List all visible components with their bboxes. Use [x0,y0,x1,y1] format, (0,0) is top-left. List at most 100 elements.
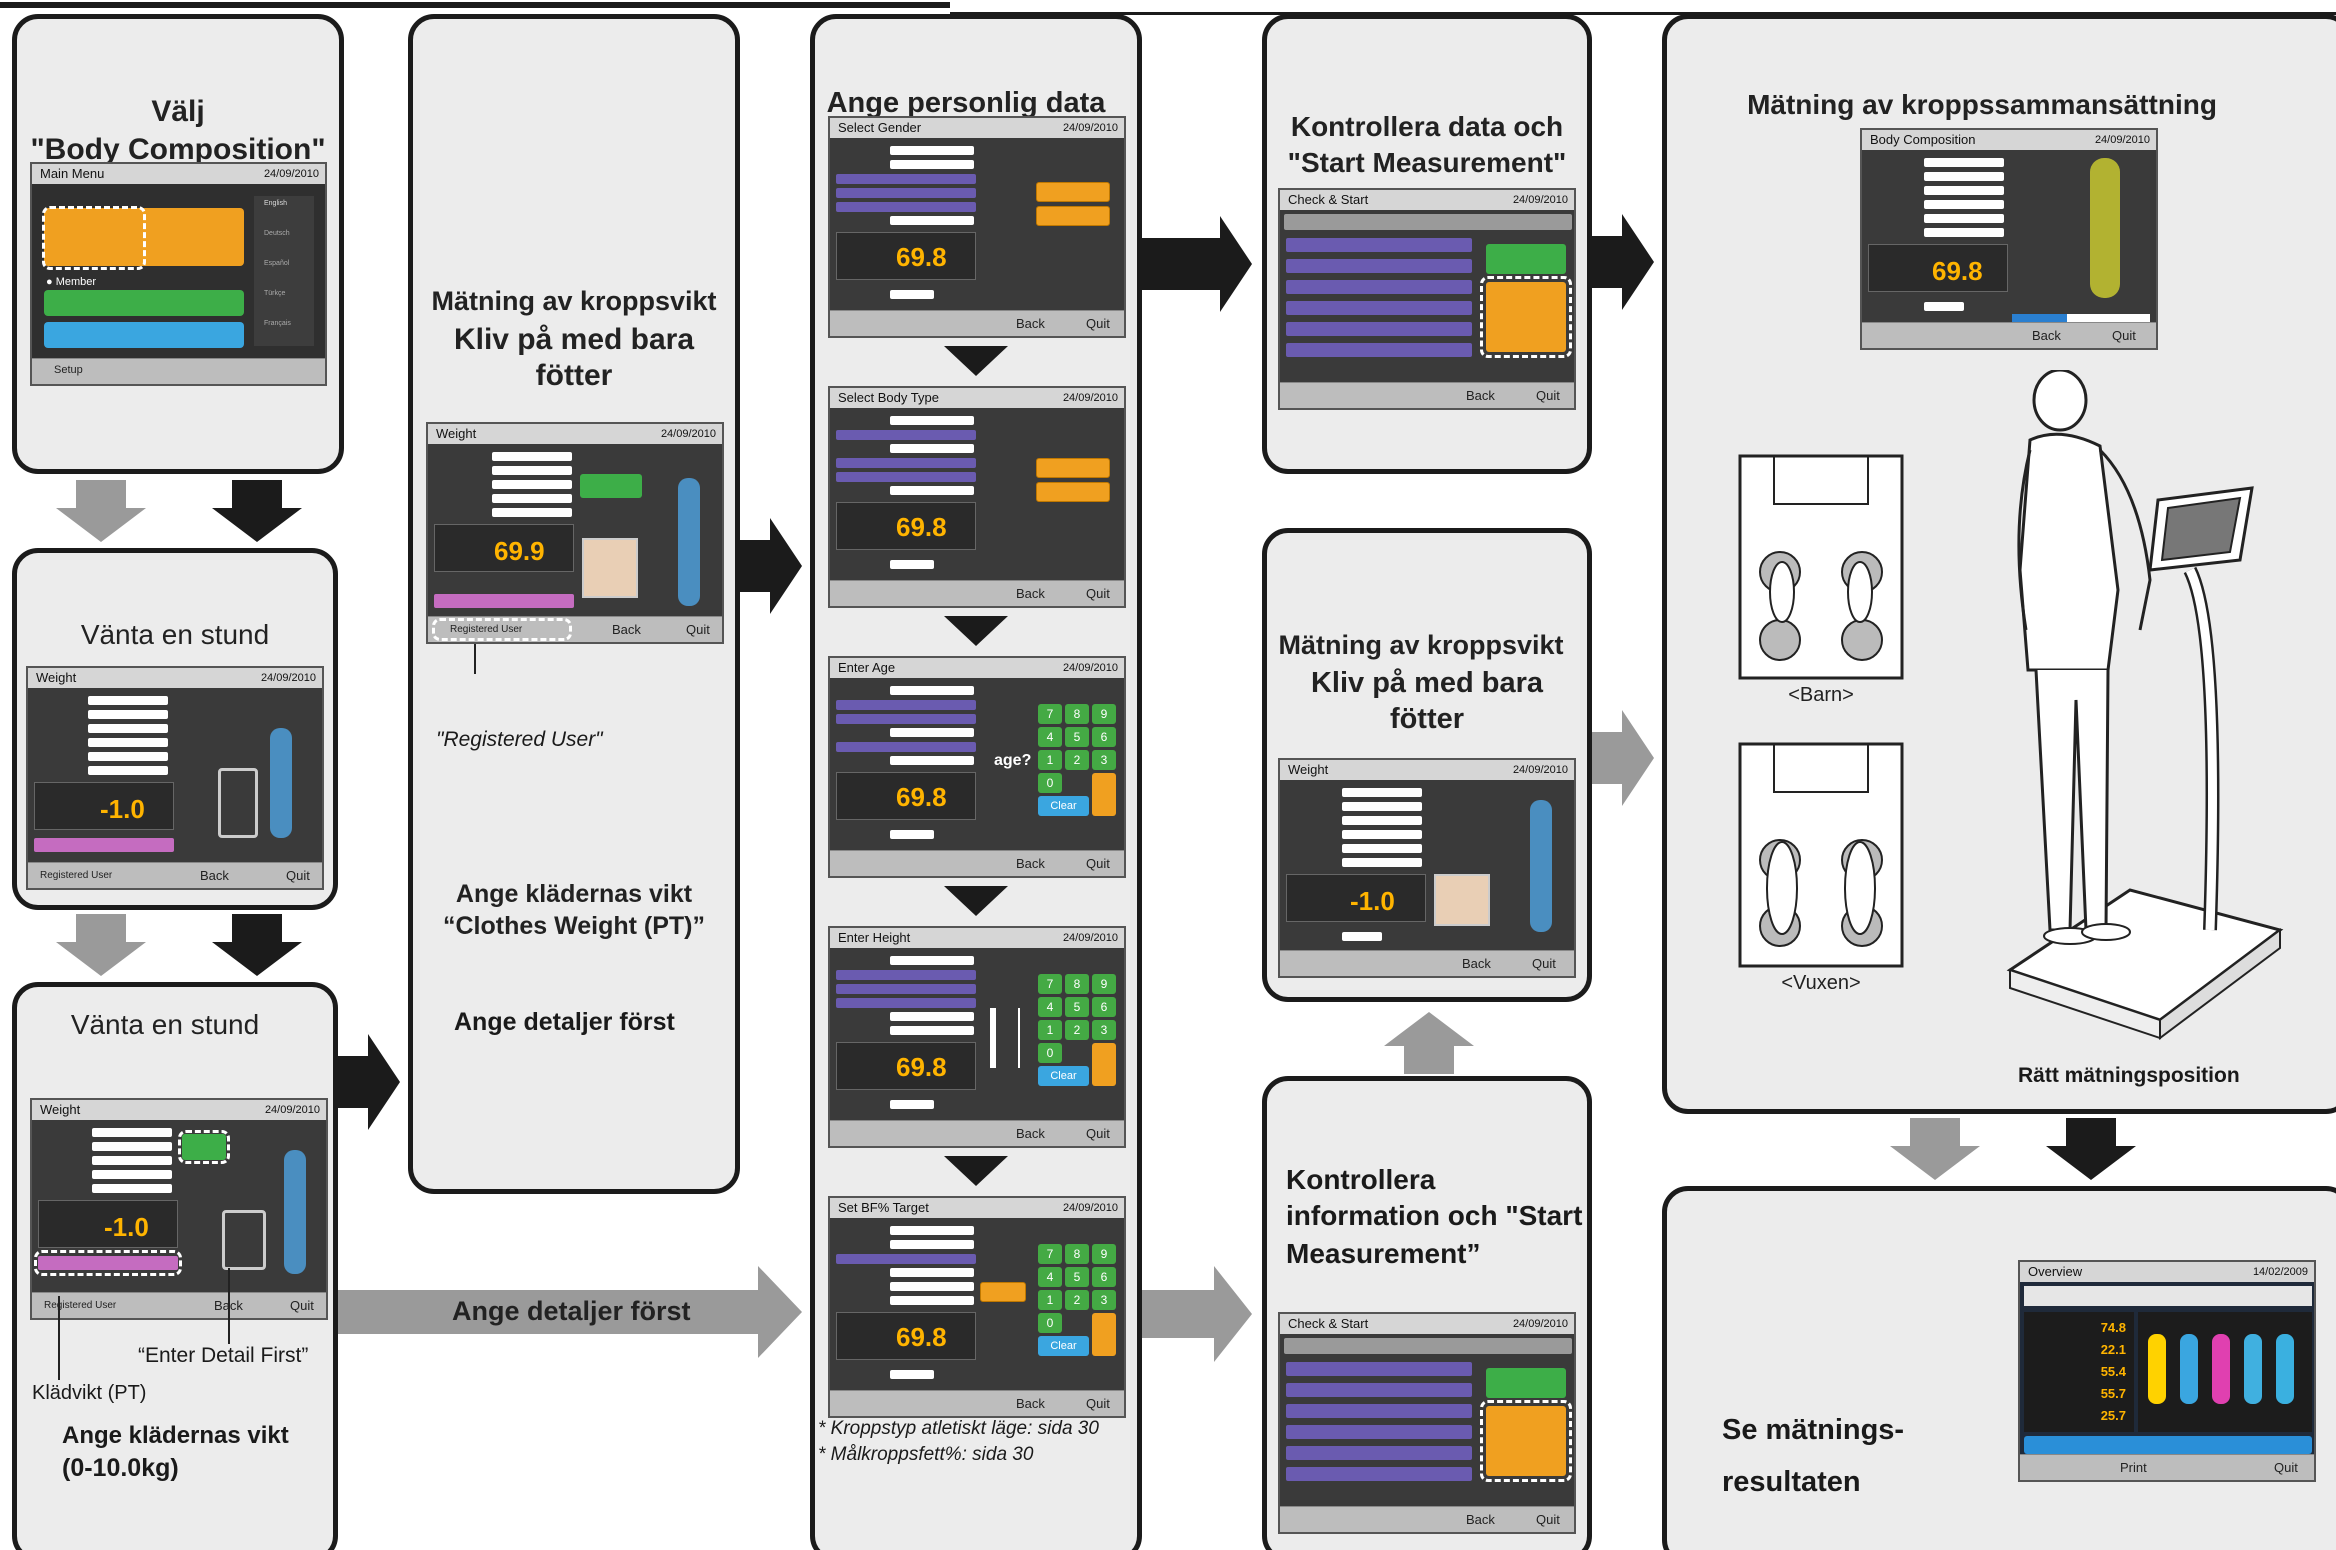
keypad-key[interactable]: 6 [1092,997,1116,1017]
clear-button[interactable]: Clear [1038,796,1089,816]
quit-button[interactable]: Quit [1532,956,1556,971]
back-button[interactable]: Back [1466,1512,1495,1527]
enter-detail-tile[interactable] [182,1134,226,1160]
setup-button[interactable]: Setup [54,364,83,376]
keypad-key[interactable]: 6 [1092,727,1116,747]
arrow-down-dark-step [944,886,1008,916]
registered-user-tile[interactable] [44,290,244,316]
clothes-weight-field [890,830,934,839]
keypad-key[interactable]: 4 [1038,1267,1062,1287]
keypad-key[interactable]: 8 [1065,704,1089,724]
language-deutsch[interactable]: Deutsch [264,230,290,237]
keypad-key[interactable]: 7 [1038,704,1062,724]
quit-button[interactable]: Quit [2274,1460,2298,1475]
field-row [1924,228,2004,237]
back-button[interactable]: Back [1016,1396,1045,1411]
back-button[interactable]: Back [1016,586,1045,601]
keypad-key[interactable]: 8 [1065,974,1089,994]
quit-button[interactable]: Quit [1536,1512,1560,1527]
screen-date: 24/09/2010 [1512,194,1568,206]
back-button[interactable]: Back [612,622,641,637]
keypad-key[interactable]: 9 [1092,1244,1116,1264]
keypad-key[interactable]: 1 [1038,1020,1062,1040]
keypad-key[interactable]: 3 [1092,1290,1116,1310]
language-turkce[interactable]: Türkçe [264,290,286,297]
start-measurement-button[interactable] [1486,282,1566,352]
language-francais[interactable]: Français [264,320,291,327]
keypad-key[interactable]: 2 [1065,1290,1089,1310]
keypad-key[interactable]: 9 [1092,974,1116,994]
keypad-key[interactable]: 3 [1092,750,1116,770]
keypad-key[interactable]: 0 [1038,1313,1062,1333]
back-button[interactable]: Back [1462,956,1491,971]
keypad-key[interactable]: 1 [1038,750,1062,770]
new-user-tile[interactable] [44,322,244,348]
quit-button[interactable]: Quit [1086,856,1110,871]
keypad-key[interactable]: 8 [1065,1244,1089,1264]
enter-button[interactable] [1092,1043,1116,1086]
keypad-key[interactable]: 4 [1038,997,1062,1017]
standard-button[interactable] [1036,458,1110,478]
selected-field-row [836,458,976,468]
clothes-heading-line1: Ange klädernas vikt [62,1422,289,1449]
keypad-key[interactable]: 0 [1038,773,1062,793]
field-row [890,1268,974,1277]
keypad-key[interactable]: 2 [1065,1020,1089,1040]
registered-user-button[interactable]: Registered User [40,870,113,881]
clothes-weight-row [38,1256,178,1270]
keypad-key[interactable]: 2 [1065,750,1089,770]
back-button[interactable]: Back [2032,328,2061,343]
skip-button[interactable] [980,1282,1026,1302]
enter-button[interactable] [1092,1313,1116,1356]
keypad-key[interactable]: 3 [1092,1020,1116,1040]
start-measurement-button[interactable] [1486,1406,1566,1476]
male-button[interactable] [1036,206,1110,226]
keypad-key[interactable]: 6 [1092,1267,1116,1287]
language-espanol[interactable]: Español [264,260,290,267]
registered-user-button[interactable]: Registered User [450,624,523,635]
keypad-key[interactable]: 1 [1038,1290,1062,1310]
keypad-key[interactable]: 4 [1038,727,1062,747]
quit-button[interactable]: Quit [290,1298,314,1313]
keypad-key[interactable]: 0 [1038,1043,1062,1063]
athletic-button[interactable] [1036,482,1110,502]
quit-button[interactable]: Quit [1086,316,1110,331]
quit-button[interactable]: Quit [1086,586,1110,601]
back-button[interactable]: Back [1016,1126,1045,1141]
registered-user-button[interactable]: Registered User [44,1300,117,1311]
keypad-key[interactable]: 7 [1038,1244,1062,1264]
check-field-row [1286,1362,1472,1376]
new-user-registration-button[interactable] [1486,244,1566,274]
leader-line-clothes [58,1296,60,1380]
body-segment-figure [2180,1334,2198,1404]
print-button[interactable]: Print [2120,1460,2147,1475]
quit-button[interactable]: Quit [1086,1396,1110,1411]
keypad-key[interactable]: 5 [1065,997,1089,1017]
selected-field-row [836,970,976,980]
quit-button[interactable]: Quit [2112,328,2136,343]
enter-button[interactable] [1092,773,1116,816]
keypad-key[interactable]: 7 [1038,974,1062,994]
quit-button[interactable]: Quit [686,622,710,637]
check1-title-line1: Kontrollera data och [1290,111,1564,142]
select-title-line1: Välj [151,95,205,128]
enter-detail-tile[interactable] [580,474,642,498]
back-button[interactable]: Back [200,868,229,883]
clear-button[interactable]: Clear [1038,1066,1089,1086]
quit-button[interactable]: Quit [1086,1126,1110,1141]
quit-button[interactable]: Quit [286,868,310,883]
back-button[interactable]: Back [1466,388,1495,403]
quit-button[interactable]: Quit [1536,388,1560,403]
keypad-key[interactable]: 5 [1065,1267,1089,1287]
selected-field-row [836,1254,976,1264]
female-button[interactable] [1036,182,1110,202]
language-english[interactable]: English [264,200,287,207]
back-button[interactable]: Back [1016,316,1045,331]
back-button[interactable]: Back [1016,856,1045,871]
keypad-key[interactable]: 5 [1065,727,1089,747]
keypad-key[interactable]: 9 [1092,704,1116,724]
new-user-registration-button[interactable] [1486,1368,1566,1398]
clear-button[interactable]: Clear [1038,1336,1089,1356]
